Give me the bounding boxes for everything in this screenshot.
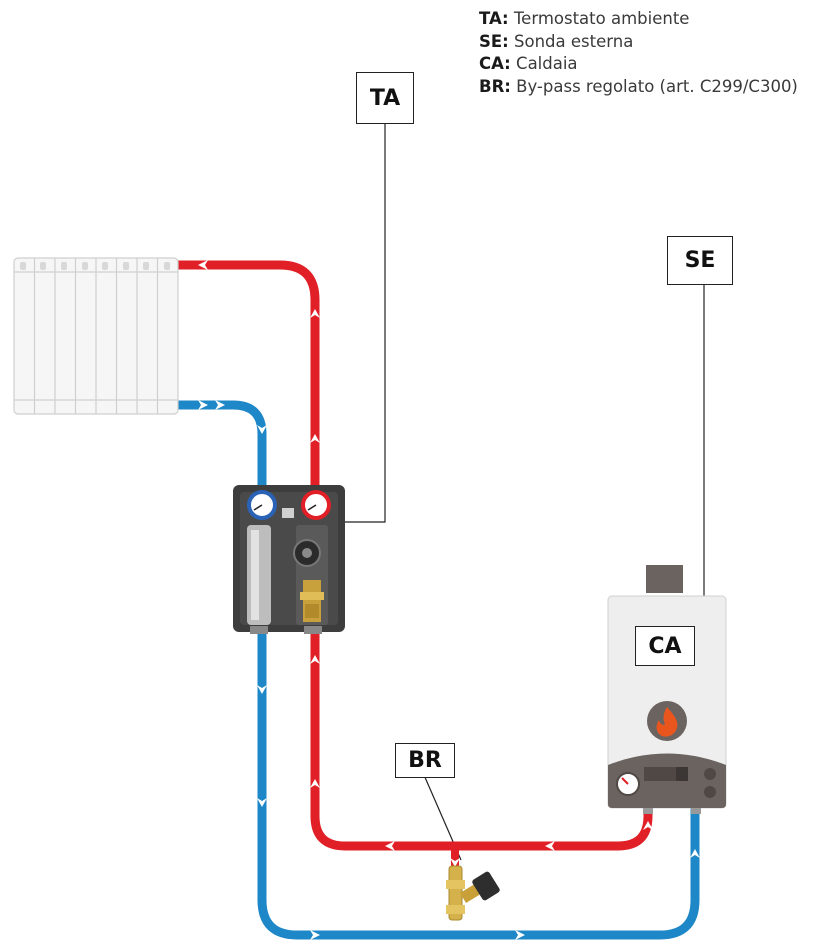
flame-icon <box>647 701 687 741</box>
ta-leader-line <box>345 124 386 523</box>
legend-key: TA: <box>479 9 509 28</box>
legend-item-ta: TA: Termostato ambiente <box>479 8 798 31</box>
legend-text: Caldaia <box>516 54 578 73</box>
legend-item-br: BR: By-pass regolato (art. C299/C300) <box>479 76 798 99</box>
legend-text: Termostato ambiente <box>513 9 690 28</box>
supply-flow-arrows <box>198 260 653 867</box>
legend: TA: Termostato ambiente SE: Sonda estern… <box>479 8 798 98</box>
return-pipe <box>173 400 700 940</box>
tag-ca: CA <box>635 626 695 666</box>
radiator-icon <box>13 257 179 415</box>
tag-se: SE <box>667 236 733 285</box>
return-flow-arrows <box>198 400 700 940</box>
legend-item-se: SE: Sonda esterna <box>479 31 798 54</box>
legend-key: BR: <box>479 76 511 96</box>
legend-text: By-pass regolato (art. C299/C300) <box>516 76 798 96</box>
bypass-valve-icon <box>446 865 500 921</box>
legend-item-ca: CA: Caldaia <box>479 53 798 76</box>
tag-br: BR <box>395 743 455 778</box>
legend-key: CA: <box>479 54 511 73</box>
legend-key: SE: <box>479 31 509 51</box>
boiler-icon <box>607 565 727 814</box>
legend-text: Sonda esterna <box>514 31 634 51</box>
tag-ta: TA <box>356 72 414 124</box>
pump-group-icon <box>233 485 345 634</box>
